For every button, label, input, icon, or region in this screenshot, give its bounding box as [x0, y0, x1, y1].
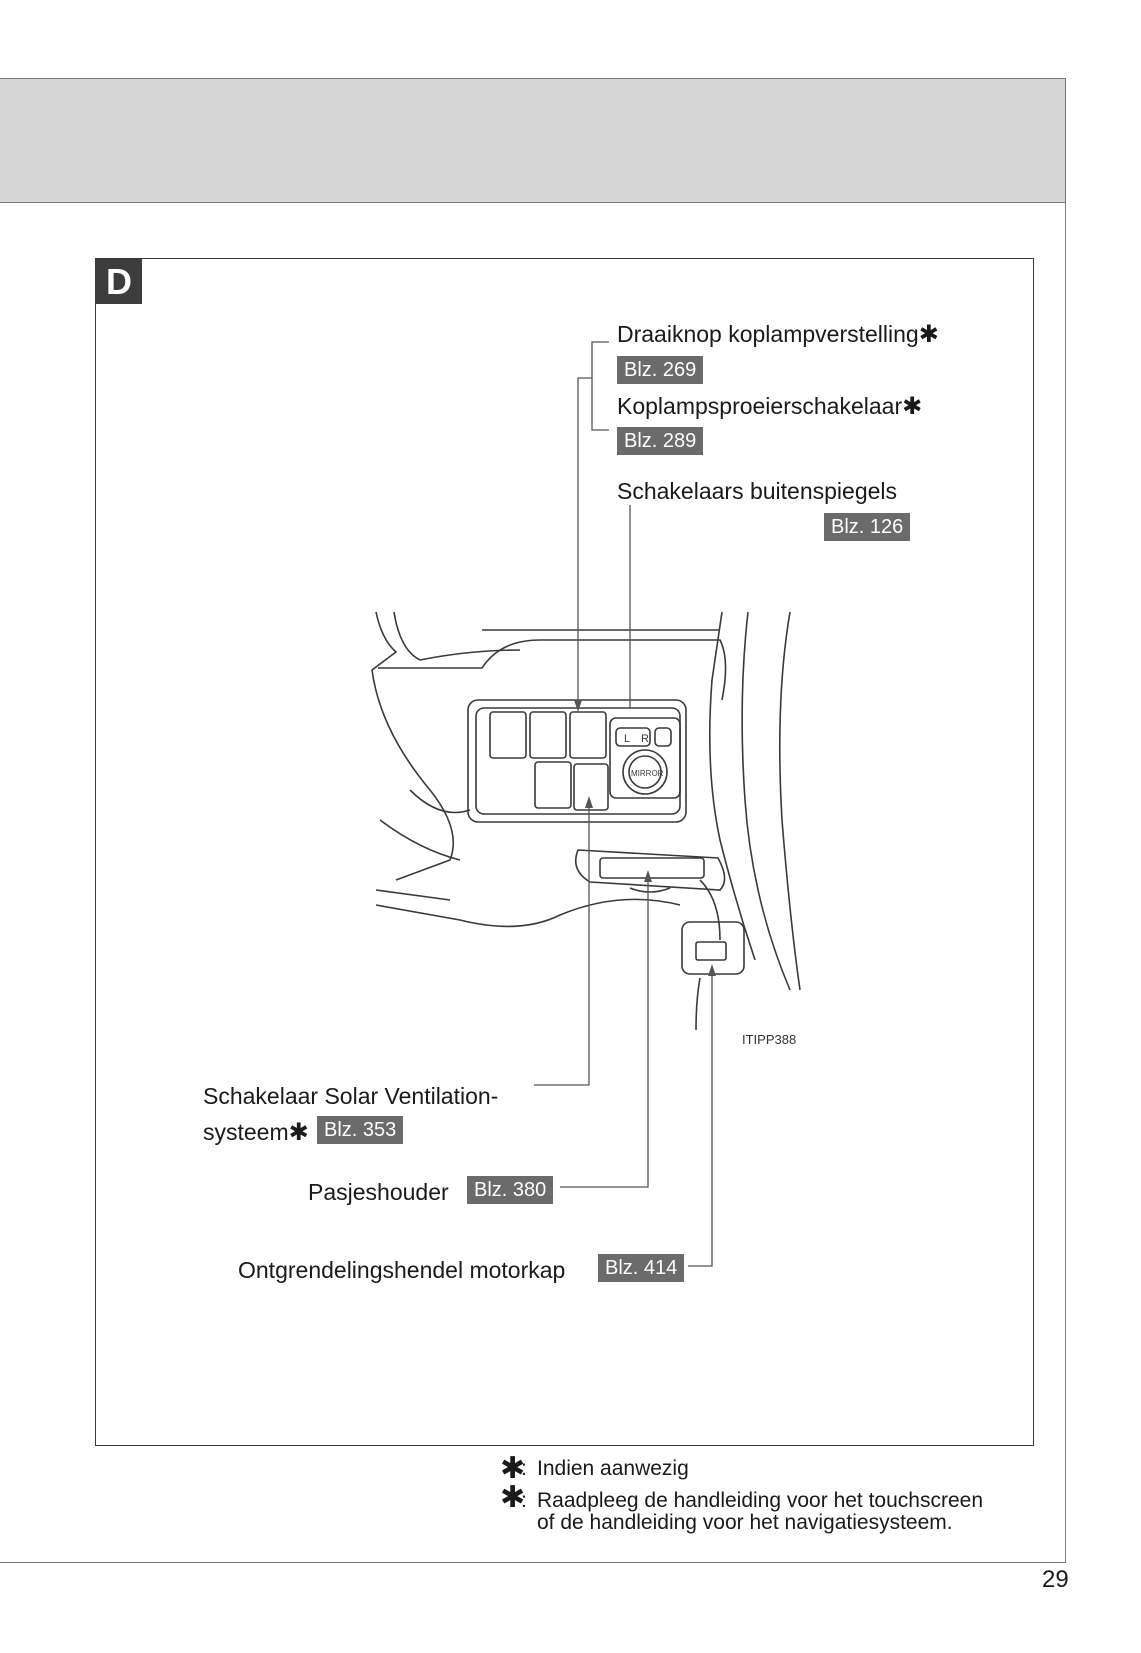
mirror-switches-page-ref[interactable]: Blz. 126: [824, 513, 911, 541]
solar-vent-label-line2: systeem✱: [203, 1119, 309, 1146]
illustration-frame: [95, 258, 1034, 1446]
solar-vent-page-ref[interactable]: Blz. 353: [317, 1116, 404, 1144]
hood-release-page-ref[interactable]: Blz. 414: [598, 1254, 685, 1282]
footnote-2-marker: ✱: [500, 1481, 526, 1514]
footnote-2-text-line1: Raadpleeg de handleiding voor het touchs…: [537, 1489, 983, 1512]
switch-label-right: R: [641, 733, 649, 745]
headlight-dial-page-ref[interactable]: Blz. 269: [617, 356, 704, 384]
mirror-switches-label: Schakelaars buitenspiegels: [617, 478, 898, 504]
headlight-cleaner-label: Koplampsproeierschakelaar✱: [617, 393, 923, 420]
footnote-1-colon: :: [521, 1457, 527, 1480]
headlight-dial-label: Draaiknop koplampverstelling✱: [617, 321, 939, 348]
footnote-2-colon: :: [521, 1489, 527, 1512]
footnote-1-marker: ✱: [500, 1452, 526, 1485]
card-holder-label: Pasjeshouder: [308, 1179, 449, 1205]
header-band: [0, 78, 1066, 203]
headlight-cleaner-page-ref[interactable]: Blz. 289: [617, 427, 704, 455]
page-rule-right: [1065, 203, 1066, 1563]
footnote-1-text: Indien aanwezig: [537, 1457, 689, 1480]
section-letter: D: [96, 259, 142, 304]
switch-label-mirror: MIRROR: [631, 769, 664, 778]
page-rule-bottom: [0, 1562, 1066, 1563]
page-number: 29: [1042, 1566, 1069, 1593]
solar-vent-label-line1: Schakelaar Solar Ventilation-: [203, 1083, 499, 1109]
illustration-code: ITIPP388: [742, 1032, 797, 1047]
hood-release-label: Ontgrendelingshendel motorkap: [238, 1257, 566, 1283]
switch-label-left: L: [624, 733, 630, 745]
footnote-2-text-line2: of de handleiding voor het navigatiesyst…: [537, 1511, 953, 1534]
card-holder-page-ref[interactable]: Blz. 380: [467, 1176, 554, 1204]
